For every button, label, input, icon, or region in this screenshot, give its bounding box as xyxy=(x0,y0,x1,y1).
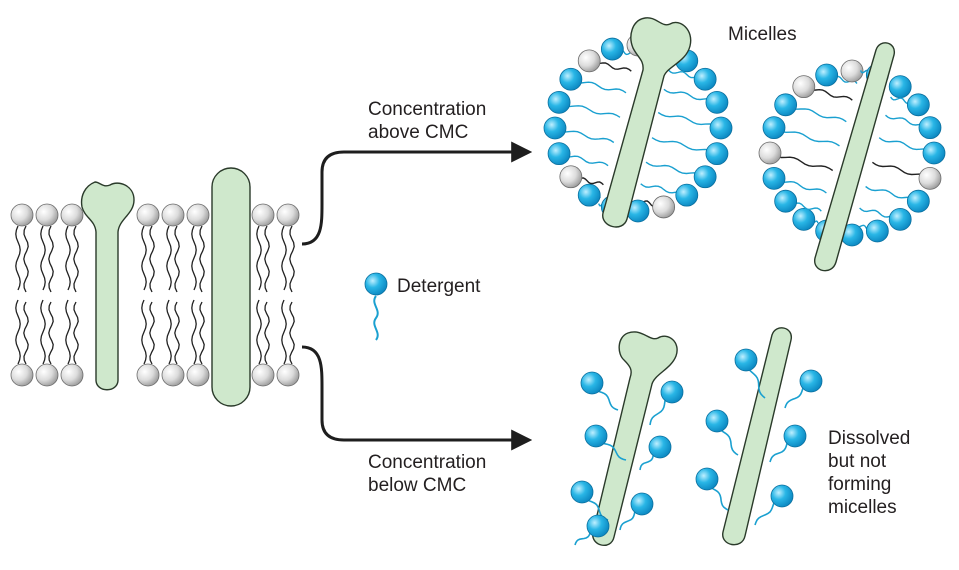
micelle-rod-protein xyxy=(758,59,946,247)
detergent-molecule-icon xyxy=(639,435,672,471)
detergent-molecule-icon xyxy=(574,514,610,546)
bound-detergents xyxy=(570,348,823,546)
detergent-molecule-icon xyxy=(734,348,766,399)
detergent-molecule-icon xyxy=(577,183,601,207)
lipid-molecule-icon xyxy=(186,203,210,387)
dissolved-protein-rod xyxy=(722,327,792,546)
label-line: micelles xyxy=(828,497,897,518)
detergent-molecule-icon xyxy=(769,424,807,463)
detergent-molecule-icon xyxy=(774,93,847,123)
detergent-molecule-icon xyxy=(543,116,615,144)
lipid-molecule-icon xyxy=(276,203,300,387)
lipid-molecule-icon xyxy=(35,203,59,387)
detergent-molecule-icon xyxy=(547,142,609,167)
label-line: forming xyxy=(828,474,892,495)
lipid-molecule-icon xyxy=(840,59,864,83)
arrow-below-cmc xyxy=(301,345,533,451)
label-line: above CMC xyxy=(368,122,469,143)
detergent-molecule-icon xyxy=(619,492,654,531)
detergent-molecule-icon xyxy=(705,409,739,456)
label-line: below CMC xyxy=(368,475,467,496)
membrane-protein-rod xyxy=(211,167,251,407)
detergent-molecule-icon xyxy=(878,137,946,165)
dissolved-protein-bone xyxy=(592,331,678,546)
lipid-molecule-icon xyxy=(161,203,185,387)
label-detergent: Detergent xyxy=(397,276,481,297)
lipid-molecule-icon xyxy=(10,203,34,387)
label-line: Dissolved xyxy=(828,428,911,449)
arrow-above-cmc xyxy=(301,141,533,246)
lipid-molecule-icon xyxy=(60,203,84,387)
lipid-molecule-icon xyxy=(872,161,942,190)
lipid-molecule-icon xyxy=(577,49,632,73)
detergent-molecule-icon xyxy=(762,116,840,147)
membrane-protein-bone xyxy=(80,181,135,391)
lipid-molecule-icon xyxy=(559,165,604,189)
detergent-molecule-icon xyxy=(584,424,627,461)
detergent-molecule-icon xyxy=(547,90,621,118)
detergent-molecule-icon xyxy=(580,371,619,411)
detergent-molecule-icon xyxy=(570,480,609,521)
label-concentration-below-cmc: Concentration below CMC xyxy=(368,451,486,497)
detergent-molecule-icon xyxy=(865,185,930,213)
label-line: Concentration xyxy=(368,452,487,473)
detergent-molecule-icon xyxy=(774,189,822,213)
label-line: Concentration xyxy=(368,99,487,120)
detergent-molecule-icon xyxy=(885,114,942,140)
detergent-molecule-icon xyxy=(859,207,912,231)
detergent-molecule-icon xyxy=(784,369,823,409)
lipid-bilayer xyxy=(10,203,300,387)
detergent-molecule-icon xyxy=(754,484,794,526)
detergent-molecule-icon xyxy=(559,67,627,94)
detergent-molecule-icon xyxy=(657,111,733,140)
lipid-molecule-icon xyxy=(136,203,160,387)
lipid-molecule-icon xyxy=(758,141,834,172)
detergent-molecule-icon xyxy=(890,93,930,117)
detergent-molecule-icon xyxy=(651,137,729,166)
detergent-molecule-icon xyxy=(792,207,819,231)
detergent-molecule-icon xyxy=(888,75,912,99)
detergent-molecule-icon xyxy=(663,88,729,114)
lipid-molecule-icon xyxy=(792,75,853,101)
detergent-molecule-icon xyxy=(645,161,717,189)
label-dissolved-not-forming-micelles: Dissolved but not forming micelles xyxy=(828,427,910,519)
detergent-molecule-icon xyxy=(649,380,684,426)
detergent-molecule-icon xyxy=(695,467,729,511)
detergent-molecule-icon xyxy=(364,272,388,341)
micelle-protein-rod xyxy=(814,42,895,272)
lipid-molecule-icon xyxy=(251,203,275,387)
detergent-molecule-icon xyxy=(762,166,827,194)
detergent-molecule-icon xyxy=(640,183,699,207)
label-concentration-above-cmc: Concentration above CMC xyxy=(368,98,486,144)
detergent-molecule-icon xyxy=(668,67,717,91)
micelle-protein-bone xyxy=(602,17,692,228)
label-micelles: Micelles xyxy=(728,24,797,45)
label-line: but not xyxy=(828,451,887,472)
